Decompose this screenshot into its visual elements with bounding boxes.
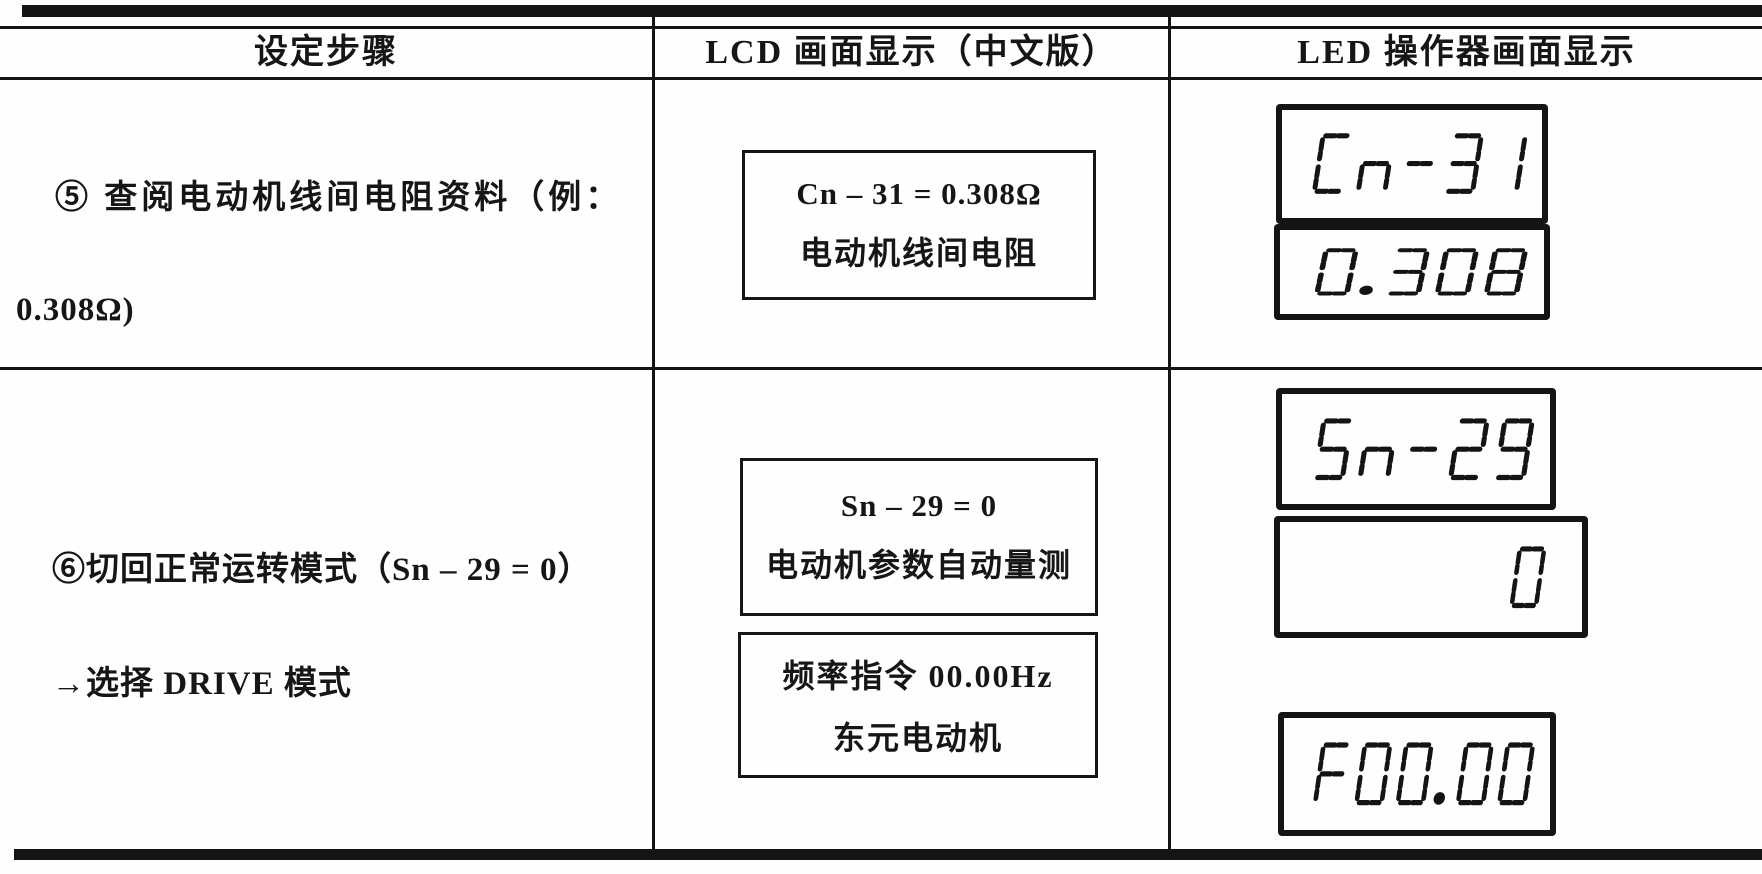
lcd-description-line: 电动机参数自动量测: [765, 547, 1072, 583]
step5-text-line1: ⑤ 查阅电动机线间电阻资料（例：: [55, 180, 623, 216]
lcd-parameter-line: Sn – 29 = 0: [840, 488, 998, 523]
seven-segment-digits: [1510, 546, 1547, 608]
led-display-value-0308: [1274, 224, 1550, 320]
column-header-led-display: LED 操作器画面显示: [1297, 34, 1636, 71]
led-display-parameter-sn29: [1276, 388, 1556, 510]
seven-segment-digits: [1313, 742, 1535, 806]
step6-text-line1: ⑥切回正常运转模式（Sn – 29 = 0）: [52, 552, 592, 588]
table-bottom-rule: [14, 849, 1762, 860]
column-header-lcd-display: LCD 画面显示（中文版）: [705, 34, 1118, 71]
seven-segment-digits: [1312, 133, 1528, 195]
table-top-rule: [22, 5, 1762, 17]
led-display-value-0: [1274, 516, 1588, 638]
step5-text-line2: 0.308Ω): [16, 292, 135, 328]
lcd-screen-frequency: 频率指令 00.00Hz 东元电动机: [738, 632, 1098, 778]
lcd-frequency-line: 频率指令 00.00Hz: [782, 658, 1054, 694]
column-divider-1: [652, 8, 655, 858]
lcd-screen-sn29: Sn – 29 = 0 电动机参数自动量测: [740, 458, 1098, 616]
column-header-steps: 设定步骤: [254, 34, 398, 71]
column-divider-2: [1168, 8, 1171, 858]
led-display-parameter-cn31: [1276, 104, 1548, 224]
led-display-frequency-f0000: [1278, 712, 1556, 836]
lcd-description-line: 电动机线间电阻: [799, 235, 1038, 271]
table-top-inner-rule: [0, 26, 1762, 29]
lcd-motor-line: 东元电动机: [832, 720, 1003, 756]
seven-segment-digits: [1315, 418, 1535, 480]
lcd-parameter-line: Cn – 31 = 0.308Ω: [796, 176, 1042, 211]
step6-text-line2: →选择 DRIVE 模式: [52, 666, 352, 702]
seven-segment-digits: [1314, 248, 1528, 296]
header-separator-rule: [0, 77, 1762, 80]
row-separator-rule: [0, 367, 1762, 370]
lcd-screen-cn31: Cn – 31 = 0.308Ω 电动机线间电阻: [742, 150, 1096, 300]
